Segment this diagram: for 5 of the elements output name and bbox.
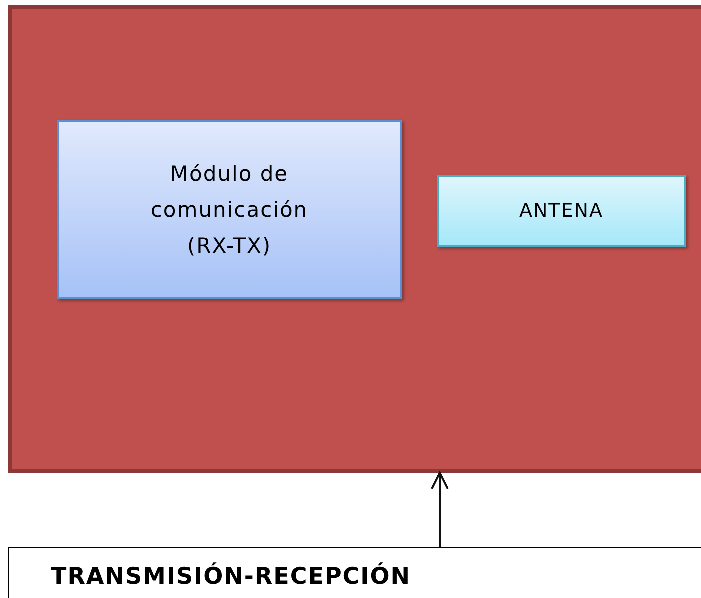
process-box: ANTENA bbox=[437, 175, 686, 247]
process-box: Módulo de comunicación (RX-TX) bbox=[57, 120, 402, 299]
device-panel bbox=[8, 5, 701, 473]
bottom-bar: TRANSMISIÓN-RECEPCIÓN bbox=[8, 547, 701, 598]
arrow bbox=[431, 472, 449, 547]
